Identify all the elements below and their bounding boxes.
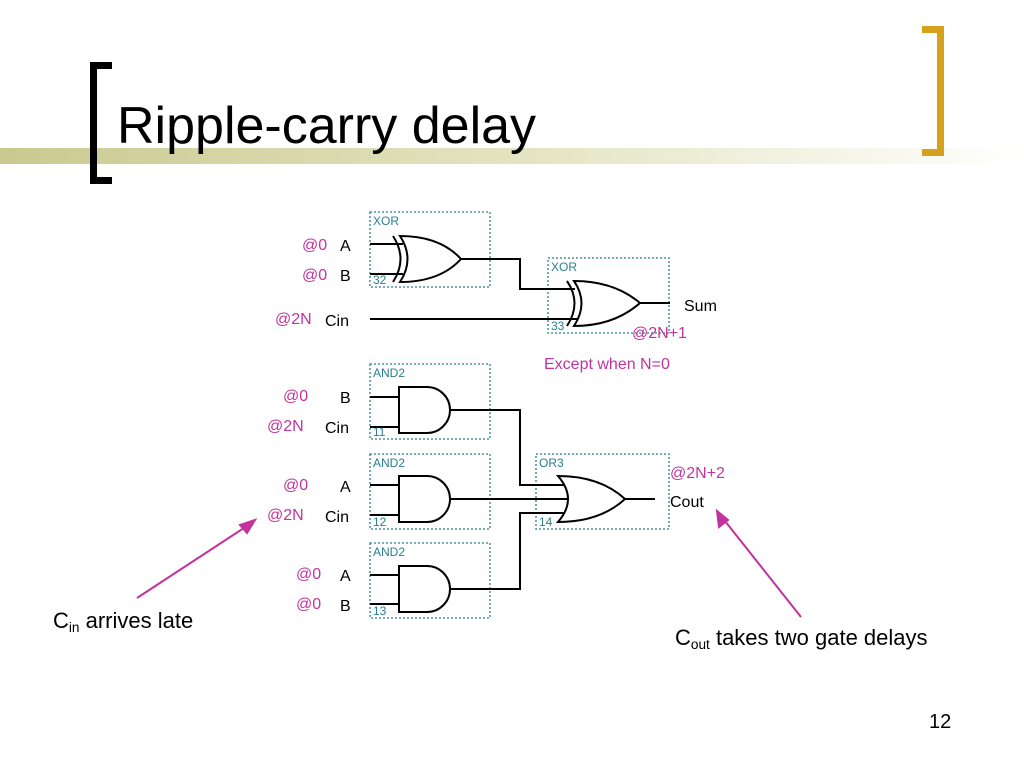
and3-number-label: 13	[373, 604, 387, 618]
xor2-extra-arc	[566, 280, 576, 327]
sum-output-timing: @2N+1	[632, 325, 687, 342]
or1-gate-shape	[555, 474, 627, 524]
cout-output-timing: @2N+2	[670, 465, 725, 482]
xor2-cin-timing: @2N	[275, 311, 312, 328]
and3-b-name: B	[340, 598, 351, 615]
slide-title: Ripple-carry delay	[117, 97, 537, 155]
left-bracket-decoration	[90, 62, 112, 184]
xor2-box	[547, 257, 670, 334]
and1-b-timing: @0	[283, 388, 309, 405]
and1-number-label: 11	[373, 425, 386, 439]
xor2-number-label: 33	[551, 319, 565, 333]
slide-number: 12	[929, 711, 952, 733]
xor1-a-timing: @0	[302, 237, 328, 254]
and2-type-label: AND2	[373, 456, 406, 470]
wire-and1-or	[450, 409, 565, 486]
and3-box	[369, 542, 491, 619]
arrow-cout-head	[715, 508, 730, 529]
and2-cin-name: Cin	[325, 509, 350, 526]
cout-subscript: out	[690, 636, 710, 652]
title-band	[0, 148, 1024, 164]
cin-symbol: C	[53, 608, 69, 633]
xor2-type-label: XOR	[551, 260, 578, 274]
xor1-box	[369, 211, 491, 288]
xor1-number-label: 32	[373, 273, 387, 287]
cout-symbol: C	[675, 625, 691, 650]
right-bracket-decoration	[922, 26, 944, 156]
arrow-cout-shaft	[720, 515, 802, 618]
and1-type-label: AND2	[373, 366, 406, 380]
xor1-b-name: B	[340, 268, 351, 285]
cin-subscript: in	[68, 619, 80, 635]
and3-type-label: AND2	[373, 545, 406, 559]
xor2-cin-name: Cin	[325, 313, 350, 330]
sum-output-name: Sum	[684, 298, 717, 315]
xor1-gate-shape	[398, 234, 463, 284]
cout-output-name: Cout	[670, 494, 704, 511]
xor1-b-timing: @0	[302, 267, 328, 284]
cin-late-annotation: Cin arrives late	[53, 608, 194, 635]
and1-cin-timing: @2N	[267, 418, 304, 435]
and2-number-label: 12	[373, 515, 387, 529]
xor1-type-label: XOR	[373, 214, 400, 228]
wire-xor1-out	[461, 258, 575, 290]
and1-b-name: B	[340, 390, 351, 407]
xor1-a-name: A	[340, 238, 351, 255]
and2-box	[369, 453, 491, 530]
arrow-cin-late-shaft	[136, 523, 251, 599]
cout-delay-text: takes two gate delays	[709, 625, 928, 650]
and1-cin-name: Cin	[325, 420, 350, 437]
and1-box	[369, 363, 491, 440]
and2-cin-timing: @2N	[267, 507, 304, 524]
wire-and3-or	[450, 512, 565, 590]
cin-late-text: arrives late	[79, 608, 194, 633]
and3-a-timing: @0	[296, 566, 322, 583]
and3-a-name: A	[340, 568, 351, 585]
xor1-extra-arc	[392, 235, 402, 283]
and2-a-name: A	[340, 479, 351, 496]
cout-delay-annotation: Cout takes two gate delays	[675, 625, 928, 652]
or1-number-label: 14	[539, 515, 553, 529]
and3-gate-shape	[398, 565, 451, 613]
arrow-cin-late-head	[238, 518, 258, 535]
sum-exception-note: Except when N=0	[544, 356, 670, 373]
and2-a-timing: @0	[283, 477, 309, 494]
xor2-gate-shape	[572, 279, 642, 328]
or1-type-label: OR3	[539, 456, 564, 470]
and2-gate-shape	[398, 475, 451, 523]
and1-gate-shape	[398, 386, 451, 434]
and3-b-timing: @0	[296, 596, 322, 613]
